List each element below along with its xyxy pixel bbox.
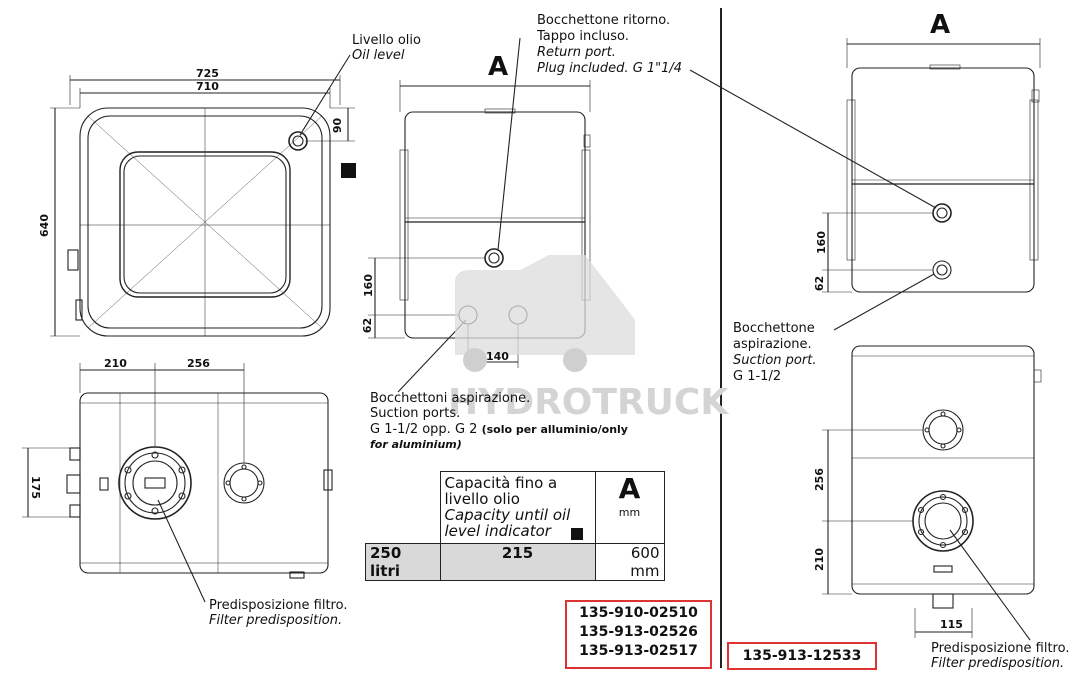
row-capacity: 250 litri (365, 543, 441, 581)
dim-210: 210 (104, 357, 127, 370)
code-left-2: 135-913-02526 (579, 624, 698, 640)
suction-port-it-2: aspirazione. (733, 337, 812, 352)
dim-175: 175 (28, 476, 42, 499)
code-right: 135-913-12533 (742, 648, 862, 664)
suction-ports-en: Suction ports. (370, 406, 461, 421)
header-unit: mm (618, 506, 641, 519)
filter-label-en: Filter predisposition. (209, 613, 343, 628)
codes-left-box: 135-910-02510 135-913-02526 135-913-0251… (565, 600, 712, 669)
dim-62: 62 (361, 317, 375, 334)
return-port-it-1: Bocchettone ritorno. (537, 13, 671, 28)
capacity-table: Capacità fino a livello olio Capacity un… (365, 471, 665, 581)
dim-160: 160 (361, 274, 375, 297)
row-value: 215 (439, 543, 596, 581)
code-right-box: 135-913-12533 (727, 642, 877, 670)
filter2-label-en: Filter predisposition. (931, 656, 1065, 671)
dim-725: 725 (196, 67, 219, 80)
oil-level-label-en: Oil level (352, 48, 405, 63)
view-a-label-right: A (930, 10, 951, 40)
dim-640: 640 (37, 214, 51, 237)
return-port-en-2: Plug included. G 1"1/4 (537, 61, 683, 76)
dim-right-256: 256 (812, 468, 826, 491)
header-it-2: livello olio (444, 490, 520, 508)
dim-90: 90 (331, 117, 345, 134)
row-a: 600 mm (594, 543, 665, 581)
suction-ports-g: G 1-1/2 opp. G 2 (solo per alluminio/onl… (370, 422, 628, 437)
dim-right-160: 160 (814, 231, 828, 254)
dim-right-210: 210 (812, 548, 826, 571)
dim-140: 140 (486, 350, 509, 363)
dim-right-115: 115 (940, 618, 963, 631)
return-port-it-2: Tappo incluso. (537, 29, 629, 44)
filter-label-it: Predisposizione filtro. (209, 598, 348, 613)
dim-710: 710 (196, 80, 219, 93)
oil-level-label-it: Livello olio (352, 33, 421, 48)
dim-right-62: 62 (813, 275, 827, 292)
suction-port-en: Suction port. (733, 353, 817, 368)
code-left-1: 135-910-02510 (579, 605, 698, 621)
truck-watermark-icon (455, 255, 635, 372)
header-a: A (618, 472, 641, 505)
watermark-text: HYDROTRUCK (448, 382, 729, 423)
suction-ports-it: Bocchettoni aspirazione. (370, 391, 531, 406)
filter2-label-it: Predisposizione filtro. (931, 641, 1070, 656)
view-a-label: A (488, 52, 509, 82)
suction-port-it-1: Bocchettone (733, 321, 815, 336)
suction-port-g: G 1-1/2 (733, 369, 782, 384)
header-it-1: Capacità fino a (444, 474, 558, 492)
code-left-3: 135-913-02517 (579, 643, 698, 659)
header-en-1: Capacity until oil (444, 506, 571, 524)
return-port-en-1: Return port. (537, 45, 616, 60)
header-en-2: level indicator (444, 522, 551, 540)
dim-256: 256 (187, 357, 210, 370)
suction-ports-note: for aluminium) (370, 438, 462, 451)
